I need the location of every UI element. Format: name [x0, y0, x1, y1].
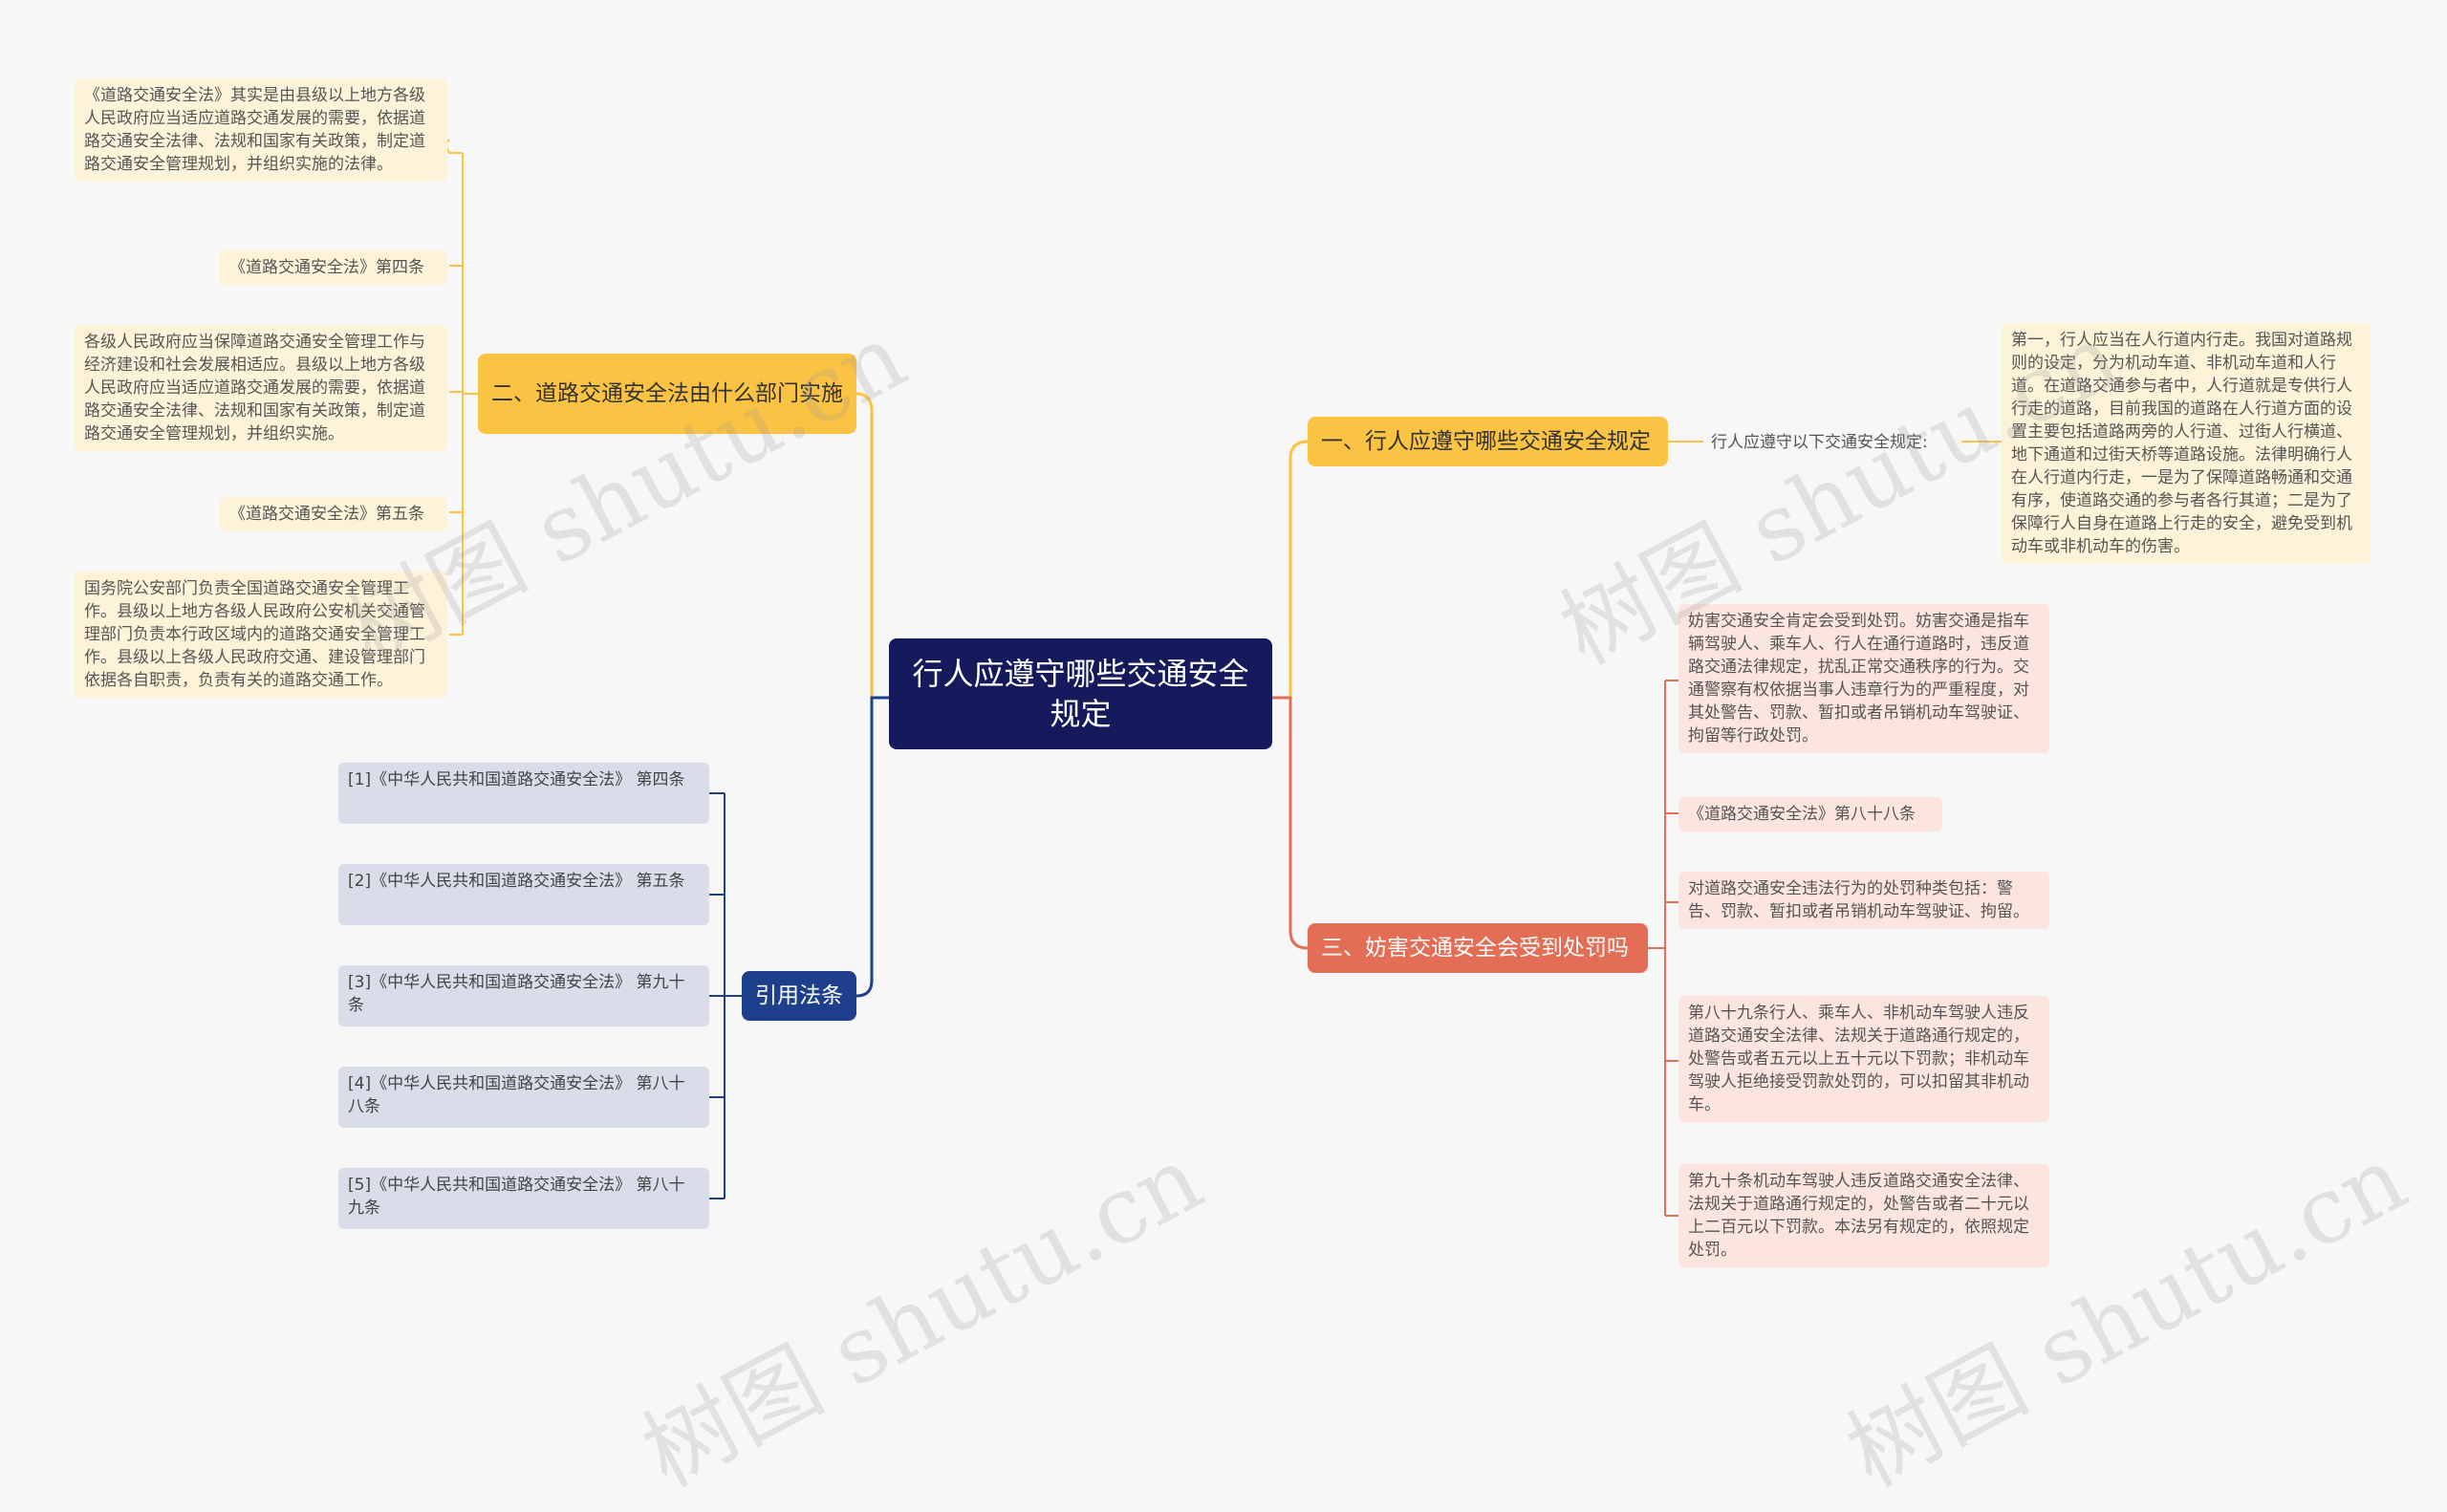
connector-root-b3	[1272, 696, 1309, 950]
leaf-b2-3[interactable]: 《道路交通安全法》第五条	[220, 497, 447, 531]
leaf-b3-0[interactable]: 妨害交通安全肯定会受到处罚。妨害交通是指车辆驾驶人、乘车人、行人在通行道路时，违…	[1678, 604, 2049, 753]
leaf-b2-1[interactable]: 《道路交通安全法》第四条	[220, 250, 447, 285]
branch-cited-laws[interactable]: 引用法条	[742, 971, 856, 1021]
mindmap-canvas: 行人应遵守哪些交通安全规定 一、行人应遵守哪些交通安全规定 行人应遵守以下交通安…	[75, 78, 2423, 1507]
connector-root-b4	[855, 696, 889, 998]
leaf-b3-1[interactable]: 《道路交通安全法》第八十八条	[1678, 797, 1942, 832]
bracket-b4	[709, 792, 742, 1199]
detail-pedestrian[interactable]: 第一，行人应当在人行道内行走。我国对道路规则的设定，分为机动车道、非机动车道和人…	[2002, 323, 2371, 564]
branch-pedestrian-rules[interactable]: 一、行人应遵守哪些交通安全规定	[1308, 417, 1668, 466]
leaf-b4-3[interactable]: [4]《中华人民共和国道路交通安全法》 第八十八条	[338, 1067, 709, 1128]
leaf-b4-2[interactable]: [3]《中华人民共和国道路交通安全法》 第九十条	[338, 965, 709, 1026]
branch-label: 二、道路交通安全法由什么部门实施	[491, 381, 843, 406]
leaf-b4-4[interactable]: [5]《中华人民共和国道路交通安全法》 第八十九条	[338, 1168, 709, 1229]
branch-enforcement-department[interactable]: 二、道路交通安全法由什么部门实施	[478, 354, 856, 434]
leaf-b4-0[interactable]: [1]《中华人民共和国道路交通安全法》 第四条	[338, 763, 709, 824]
leaf-b4-1[interactable]: [2]《中华人民共和国道路交通安全法》 第五条	[338, 864, 709, 925]
branch-label: 引用法条	[755, 983, 843, 1008]
root-label: 行人应遵守哪些交通安全规定	[912, 656, 1249, 732]
bracket-b3	[1648, 680, 1678, 1217]
leaf-b2-4[interactable]: 国务院公安部门负责全国道路交通安全管理工作。县级以上地方各级人民政府公安机关交通…	[75, 572, 447, 698]
connector-root-b1	[1272, 440, 1309, 700]
leaf-b3-2[interactable]: 对道路交通安全违法行为的处罚种类包括：警告、罚款、暂扣或者吊销机动车驾驶证、拘留…	[1678, 872, 2049, 929]
bracket-b2	[445, 139, 478, 636]
sub-label-pedestrian[interactable]: 行人应遵守以下交通安全规定:	[1711, 433, 1928, 452]
connector-root-b2	[855, 392, 889, 700]
root-node[interactable]: 行人应遵守哪些交通安全规定	[889, 638, 1272, 749]
leaf-b3-4[interactable]: 第九十条机动车驾驶人违反道路交通安全法律、法规关于道路通行规定的，处警告或者二十…	[1678, 1164, 2049, 1267]
leaf-b2-2[interactable]: 各级人民政府应当保障道路交通安全管理工作与经济建设和社会发展相适应。县级以上地方…	[75, 325, 447, 451]
leaf-b3-3[interactable]: 第八十九条行人、乘车人、非机动车驾驶人违反道路交通安全法律、法规关于道路通行规定…	[1678, 996, 2049, 1122]
branch-label: 一、行人应遵守哪些交通安全规定	[1321, 429, 1651, 454]
branch-penalties[interactable]: 三、妨害交通安全会受到处罚吗	[1308, 923, 1648, 973]
branch-label: 三、妨害交通安全会受到处罚吗	[1321, 936, 1629, 961]
connector-lines	[445, 139, 2002, 1217]
leaf-b2-0[interactable]: 《道路交通安全法》其实是由县级以上地方各级人民政府应当适应道路交通发展的需要，依…	[75, 78, 447, 182]
